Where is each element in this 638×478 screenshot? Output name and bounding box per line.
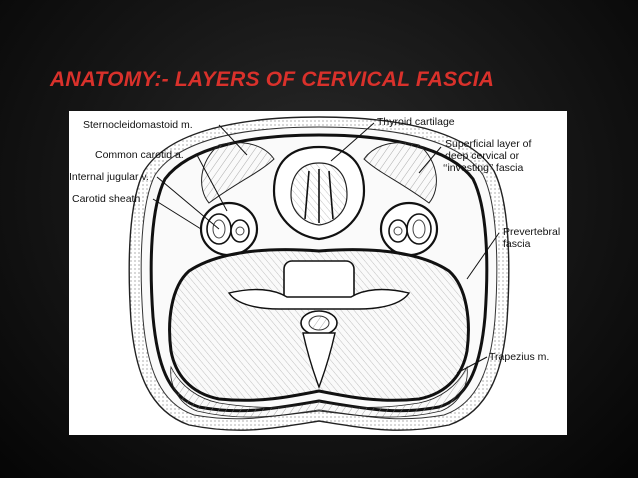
sternocleidomastoid-left (201, 142, 275, 204)
label-sternocleidomastoid: Sternocleidomastoid m. (83, 119, 193, 131)
label-superficial-layer-2: deep cervical or (445, 150, 520, 162)
label-common-carotid: Common carotid a. (95, 149, 184, 161)
label-superficial-layer-1: Superficial layer of (445, 138, 531, 150)
label-prevertebral-1: Prevertebral (503, 226, 560, 238)
label-superficial-layer-3: ‘‘investing’’ fascia (443, 162, 524, 174)
label-internal-jugular: Internal jugular v. (69, 171, 149, 183)
vocal-folds (304, 169, 334, 223)
trapezius (170, 365, 468, 418)
leader-lines (152, 122, 500, 374)
label-thyroid-cartilage: Thyroid cartilage (377, 116, 455, 128)
vertebra (227, 260, 411, 389)
slide-title: ANATOMY:- LAYERS OF CERVICAL FASCIA (50, 68, 495, 91)
carotid-sheath-left (199, 201, 259, 257)
carotid-sheath-right (379, 201, 439, 257)
label-carotid-sheath: Carotid sheath (72, 193, 140, 205)
label-prevertebral-2: fascia (503, 238, 531, 250)
cross-section-diagram: Sternocleidomastoid m. Common carotid a.… (69, 116, 560, 431)
label-trapezius: Trapezius m. (489, 351, 549, 363)
cervical-fascia-figure: Sternocleidomastoid m. Common carotid a.… (69, 111, 567, 435)
sternocleidomastoid-right (363, 142, 437, 204)
